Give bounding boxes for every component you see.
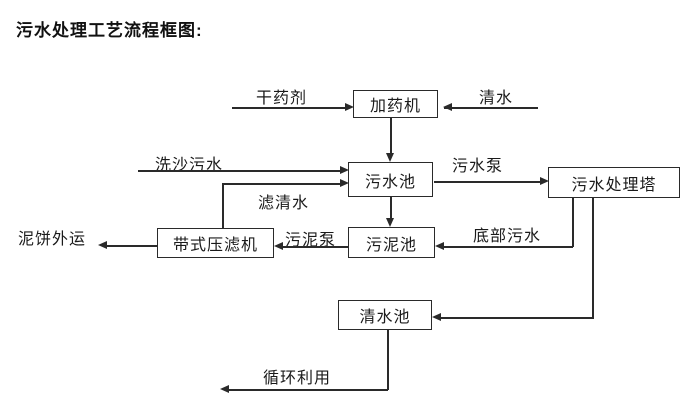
arrowhead-into-belt-filter-press — [274, 242, 283, 250]
node-clean-water-pool: 清水池 — [338, 300, 432, 330]
line-sewage-pool-to-sludge-pool — [390, 197, 392, 220]
line-dosing-machine-to-sewage-pool — [390, 118, 392, 155]
line-tower-to-clean-water-drop — [592, 198, 594, 319]
line-sludge-pump — [282, 246, 348, 248]
line-clean-water-pool-drop — [387, 330, 389, 390]
line-dry-agent-to-dosing-machine — [232, 107, 347, 109]
page-title: 污水处理工艺流程框图: — [16, 21, 203, 40]
arrowhead-into-sewage-pool-top — [386, 153, 394, 162]
arrowhead-into-clean-water-pool — [432, 313, 441, 321]
line-filtered-water — [222, 183, 341, 185]
line-sand-washing-sewage — [138, 170, 341, 172]
arrowhead-recycle — [220, 385, 229, 393]
node-dosing-machine: 加药机 — [353, 90, 438, 118]
edge-label-sewage-pump: 污水泵 — [452, 158, 504, 175]
node-treatment-tower: 污水处理塔 — [548, 167, 680, 198]
arrowhead-into-dosing-machine-right — [443, 103, 452, 111]
node-sludge-pool: 污泥池 — [348, 227, 435, 258]
arrowhead-into-dosing-machine-left — [345, 103, 354, 111]
arrowhead-filtered-water-into-sewage-pool — [340, 179, 349, 187]
node-belt-filter-press: 带式压滤机 — [157, 228, 274, 258]
edge-label-dry-agent: 干药剂 — [256, 90, 308, 107]
arrowhead-sand-washing-into-sewage-pool — [340, 166, 349, 174]
arrowhead-into-sludge-pool-right — [435, 242, 444, 250]
line-sewage-pump — [434, 181, 541, 183]
line-clean-water-to-dosing-machine — [444, 107, 538, 109]
line-bottom-sewage-drop — [572, 198, 574, 247]
line-bottom-sewage — [443, 246, 573, 248]
node-sewage-pool: 污水池 — [348, 162, 433, 197]
line-mud-cake-out — [106, 245, 157, 247]
edge-label-filtered-water: 滤清水 — [258, 195, 310, 212]
line-tower-to-clean-water — [440, 317, 593, 319]
arrowhead-mud-cake-out — [98, 241, 107, 249]
edge-label-sludge-pump: 污泥泵 — [285, 232, 337, 249]
edge-label-sand-washing-sewage: 洗沙污水 — [155, 157, 224, 174]
line-recycle — [228, 389, 388, 391]
arrowhead-into-sludge-pool-top — [386, 218, 394, 227]
edge-label-recycle: 循环利用 — [263, 370, 332, 387]
edge-label-clean-water: 清水 — [479, 90, 514, 107]
line-filtered-water-riser — [222, 183, 224, 228]
edge-label-bottom-sewage: 底部污水 — [473, 228, 542, 245]
arrowhead-into-treatment-tower — [540, 177, 549, 185]
edge-label-mud-cake-out: 泥饼外运 — [18, 231, 87, 248]
